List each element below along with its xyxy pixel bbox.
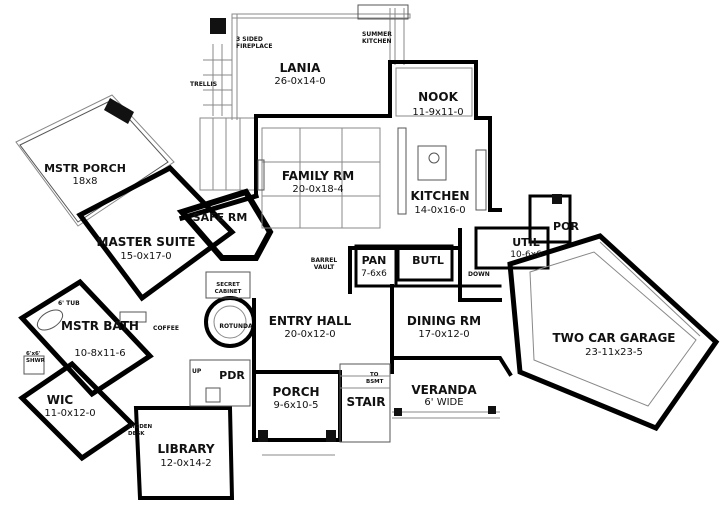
dim-nook: 11-9x11-0 — [412, 107, 463, 118]
label-mstr-bath: MSTR BATH — [61, 319, 139, 333]
kitchen-area — [395, 67, 487, 215]
fireplace-hearth — [257, 159, 265, 191]
stair-outline — [339, 363, 391, 443]
dim-library: 12-0x14-2 — [160, 458, 211, 469]
kitchen-walls — [254, 60, 502, 212]
label-butl: BUTL — [412, 254, 444, 267]
note-summer-kitchen-2: KITCHEN — [362, 38, 392, 45]
note-secret-cabinet-1: SECRET — [216, 282, 240, 288]
dim-veranda: 6' WIDE — [424, 397, 463, 408]
note-to-bsmt-2: BSMT — [366, 379, 384, 385]
note-secret-cabinet-2: CABINET — [215, 289, 242, 295]
dim-kitchen: 14-0x16-0 — [414, 205, 465, 216]
label-porch: PORCH — [272, 385, 319, 399]
note-up: UP — [192, 368, 202, 375]
label-entry-hall: ENTRY HALL — [269, 314, 352, 328]
note-shwr-2: SHWR — [26, 358, 46, 364]
label-dining-rm: DINING RM — [407, 314, 481, 328]
label-family-rm: FAMILY RM — [282, 169, 354, 183]
rotunda-area — [189, 271, 256, 407]
label-master-suite: MASTER SUITE — [97, 235, 196, 249]
dim-entry-hall: 20-0x12-0 — [284, 329, 335, 340]
secret-cabinet — [205, 271, 251, 299]
note-fireplace-2: FIREPLACE — [236, 43, 272, 50]
note-rotunda: ROTUNDA — [219, 323, 253, 330]
label-util: UTIL — [512, 236, 540, 249]
shower — [23, 355, 45, 375]
kitchen-island — [417, 145, 447, 181]
garage-walls — [507, 233, 720, 432]
label-pdr: PDR — [219, 369, 245, 382]
label-por: POR — [553, 220, 579, 233]
bath-details — [23, 309, 147, 375]
label-veranda: VERANDA — [411, 383, 477, 397]
note-to-bsmt-1: TO — [370, 372, 379, 378]
note-shwr-1: 6'x6' — [26, 351, 41, 357]
label-two-car-garage: TWO CAR GARAGE — [552, 331, 675, 345]
master-porch-outline — [19, 99, 169, 223]
label-library: LIBRARY — [157, 442, 214, 456]
lania-area — [199, 4, 411, 191]
dim-pan: 7-6x6 — [361, 269, 387, 279]
dim-master-suite: 15-0x17-0 — [120, 251, 171, 262]
room-labels: LANIA 26-0x14-0 MSTR PORCH 18x8 FAMILY R… — [44, 61, 675, 469]
dim-mstr-porch: 18x8 — [72, 176, 97, 187]
note-hidden-desk-1: HIDDEN — [128, 424, 153, 430]
label-lania: LANIA — [280, 61, 321, 75]
note-trellis: TRELLIS — [190, 81, 217, 88]
master-suite-walls — [76, 164, 236, 302]
master-porch-area — [15, 94, 175, 227]
porch-column — [104, 98, 134, 124]
dim-dining-rm: 17-0x12-0 — [418, 329, 469, 340]
label-wic: WIC — [47, 393, 74, 407]
lania-edge — [231, 13, 411, 19]
garage-area — [507, 233, 720, 432]
dim-mstr-bath: 10-8x11-6 — [74, 348, 125, 359]
dim-porch: 9-6x10-5 — [274, 400, 319, 411]
pdr-room — [189, 359, 251, 407]
dim-wic: 11-0x12-0 — [44, 408, 95, 419]
dim-lania: 26-0x14-0 — [274, 76, 325, 87]
note-summer-kitchen-1: SUMMER — [362, 31, 392, 38]
safe-room-walls — [176, 188, 274, 261]
por-walls — [528, 194, 572, 244]
note-coffee: COFFEE — [153, 325, 179, 332]
note-barrel-vault-2: VAULT — [314, 264, 335, 271]
label-stair: STAIR — [347, 395, 386, 409]
rotunda-wall — [204, 296, 256, 348]
library-walls — [133, 406, 235, 500]
wic-walls — [18, 360, 136, 462]
family-room-area — [257, 127, 381, 229]
dim-two-car-garage: 23-11x23-5 — [585, 347, 643, 358]
note-fireplace-1: 3 SIDED — [236, 36, 263, 43]
label-safe-rm: SAFE RM — [193, 211, 248, 224]
annotation-notes: 3 SIDED FIREPLACE SUMMER KITCHEN TRELLIS… — [26, 31, 490, 437]
exterior-walls — [18, 60, 513, 500]
dim-family-rm: 20-0x18-4 — [292, 184, 343, 195]
label-mstr-porch: MSTR PORCH — [44, 162, 126, 175]
tub — [36, 309, 64, 331]
note-tub: 6' TUB — [58, 300, 80, 307]
dim-util: 10-6x6 — [510, 250, 542, 260]
family-room-ceiling — [261, 127, 381, 229]
trellis-frame — [199, 117, 257, 191]
note-down: DOWN — [468, 271, 490, 278]
label-nook: NOOK — [418, 90, 458, 104]
veranda-area — [392, 406, 500, 419]
note-barrel-vault-1: BARREL — [311, 257, 338, 264]
summer-kitchen-counter — [357, 4, 409, 20]
fireplace-chimney — [210, 18, 226, 34]
note-hidden-desk-2: DESK — [128, 431, 145, 437]
label-pan: PAN — [362, 254, 387, 267]
label-kitchen: KITCHEN — [410, 189, 469, 203]
